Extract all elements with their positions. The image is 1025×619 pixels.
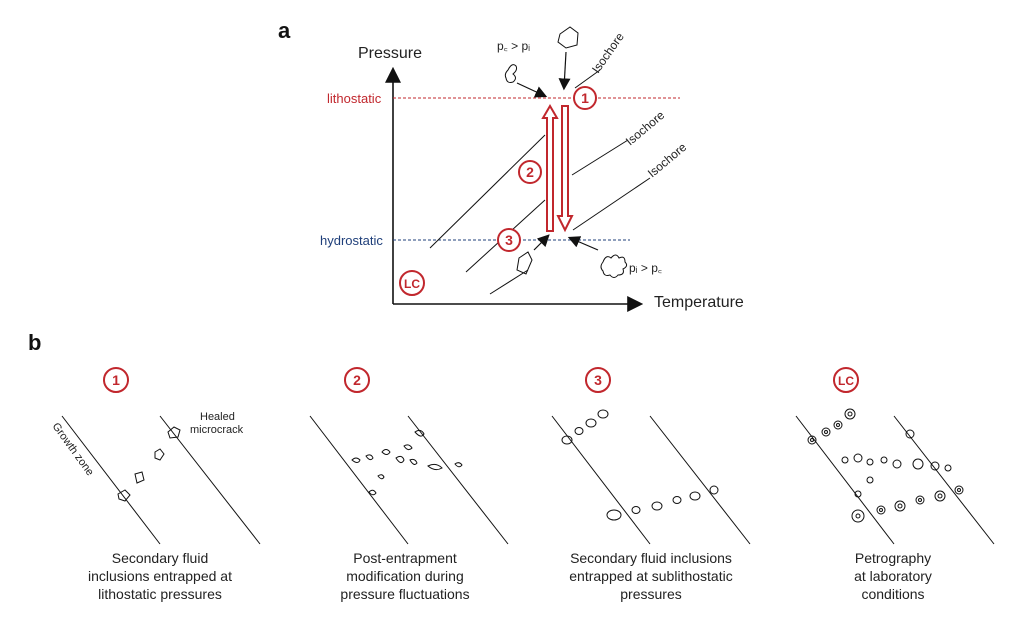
column-1-marker — [103, 367, 129, 393]
isochore-line-3 — [572, 177, 651, 231]
isochore-label-2: Isochore — [623, 108, 668, 149]
pointer-arrow-3 — [533, 234, 550, 251]
inclusion — [574, 427, 584, 435]
column-3-marker — [585, 367, 611, 393]
inclusion — [709, 485, 719, 495]
healed-microcrack-line — [893, 415, 995, 545]
column-3-caption-3: pressures — [620, 586, 681, 602]
inclusion — [597, 409, 609, 419]
marker-lc: LC — [399, 270, 425, 296]
inclusion-cluster — [807, 408, 964, 523]
growth-zone-line — [61, 415, 161, 545]
column-1-caption-2: inclusions entrapped at — [88, 568, 232, 584]
column-1-marker-label: 1 — [112, 372, 120, 388]
pc-gt-pi-label: p꜀ > pᵢ — [497, 39, 530, 53]
pi-gt-pc-label: pᵢ > p꜀ — [629, 261, 662, 275]
column-2: 2 Post-entrapment modification during pr… — [309, 367, 509, 602]
pointer-arrow-4 — [567, 236, 599, 251]
healed-label-line2: microcrack — [190, 424, 244, 436]
healed-microcrack-line — [649, 415, 751, 545]
column-4-marker-label: LC — [838, 374, 854, 388]
column-4: LC Petrography at laboratory conditions — [795, 367, 995, 602]
column-1-caption-3: lithostatic pressures — [98, 586, 222, 602]
inclusion — [651, 501, 663, 511]
inclusion-cluster — [351, 429, 463, 496]
column-4-marker — [833, 367, 859, 393]
isochore-line-2-top — [571, 139, 629, 176]
column-4-caption-1: Petrography — [855, 550, 931, 566]
isochore-line-1 — [429, 134, 546, 249]
marker-1: 1 — [573, 86, 597, 110]
inclusion — [134, 471, 145, 484]
isochore-line-1-top — [574, 69, 601, 89]
pointer-arrow-2 — [516, 82, 548, 98]
inclusion — [585, 418, 597, 428]
marker-2: 2 — [518, 160, 542, 184]
inclusion-shape-decrepitated — [600, 254, 628, 278]
isochore-label-3: Isochore — [645, 140, 690, 181]
column-1: 1 Growth zone Healed microcrack Secondar… — [50, 367, 261, 602]
isochore-label-1: Isochore — [589, 30, 627, 76]
inclusion-shape-top — [557, 26, 579, 49]
column-3-caption-1: Secondary fluid inclusions — [570, 550, 732, 566]
panel-b-label: b — [28, 330, 41, 355]
x-axis-label: Temperature — [654, 294, 744, 311]
inclusion — [154, 448, 165, 461]
column-3: 3 Secondary fluid inclusions entrapped a… — [551, 367, 751, 602]
inclusion — [672, 496, 682, 504]
column-4-caption-3: conditions — [861, 586, 924, 602]
column-2-marker-label: 2 — [353, 372, 361, 388]
pointer-arrow-1 — [558, 51, 571, 91]
hydrostatic-label: hydrostatic — [320, 233, 383, 248]
growth-zone-line — [309, 415, 409, 545]
column-4-caption-2: at laboratory — [854, 568, 932, 584]
column-3-caption-2: entrapped at sublithostatic — [569, 568, 732, 584]
column-2-marker — [344, 367, 370, 393]
y-axis-label: Pressure — [358, 45, 422, 62]
svg-text:1: 1 — [581, 90, 589, 106]
svg-text:LC: LC — [404, 277, 420, 291]
inclusion — [689, 491, 701, 501]
inclusion — [606, 509, 622, 521]
growth-zone-line — [795, 415, 895, 545]
column-2-caption-1: Post-entrapment — [353, 550, 457, 566]
inclusion-shape-bottom — [516, 251, 533, 275]
pressure-decrease-arrow — [556, 105, 574, 233]
healed-label-line1: Healed — [200, 411, 235, 423]
inclusion — [561, 435, 573, 445]
column-3-marker-label: 3 — [594, 372, 602, 388]
inclusion — [631, 506, 641, 514]
svg-text:2: 2 — [526, 164, 534, 180]
inclusion-shape-deformed — [504, 64, 518, 83]
column-2-caption-3: pressure fluctuations — [340, 586, 469, 602]
svg-text:3: 3 — [505, 232, 513, 248]
inclusion — [167, 426, 181, 439]
inclusion — [117, 489, 131, 502]
marker-3: 3 — [497, 228, 521, 252]
lithostatic-label: lithostatic — [327, 91, 382, 106]
growth-zone-line — [551, 415, 651, 545]
column-1-caption-1: Secondary fluid — [112, 550, 209, 566]
pressure-increase-arrow — [541, 104, 559, 232]
panel-a-label: a — [278, 18, 291, 43]
healed-microcrack-line — [407, 415, 509, 545]
column-2-caption-2: modification during — [346, 568, 464, 584]
isochore-line-3a — [489, 269, 529, 295]
